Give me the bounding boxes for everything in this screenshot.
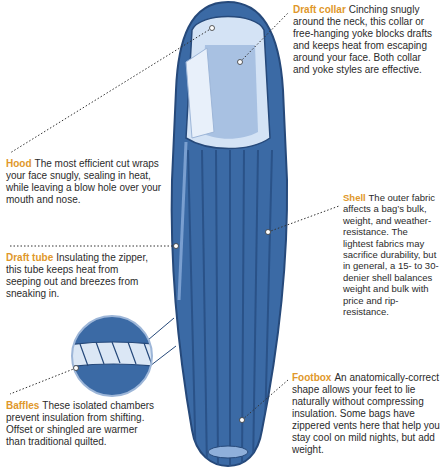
draft-collar-flap xyxy=(186,48,214,138)
callout-heading: Footbox xyxy=(292,372,331,383)
callout: ShellThe outer fabric affects a bag’s bu… xyxy=(343,192,440,317)
leader-dot xyxy=(266,230,271,235)
baffle-walls xyxy=(80,342,152,366)
leader-line xyxy=(10,28,212,153)
callout: Draft collarCinching snugly around the n… xyxy=(293,4,440,76)
callout-heading: Baffles xyxy=(6,400,39,411)
leader-dot xyxy=(174,244,179,249)
callout-heading: Draft collar xyxy=(293,4,346,15)
baffle-line xyxy=(229,150,231,470)
hood-opening xyxy=(186,17,270,149)
callout-heading: Draft tube xyxy=(6,252,53,263)
baffle-line xyxy=(253,150,258,470)
leader-dot xyxy=(74,366,79,371)
leader-lines xyxy=(8,12,339,420)
baffle-band xyxy=(60,342,170,368)
leader-line xyxy=(10,368,76,394)
callout: Draft tubeInsulating the zipper, this tu… xyxy=(6,252,156,300)
callout-body: The outer fabric affects a bag’s bulk, w… xyxy=(343,192,439,317)
leader-line xyxy=(268,206,339,232)
magnifier-rim xyxy=(72,316,152,396)
baffle-section xyxy=(60,342,170,368)
callout-heading: Shell xyxy=(343,192,366,203)
magnifier-link xyxy=(148,318,174,340)
callout: FootboxAn anatomically-correct shape all… xyxy=(292,372,440,456)
callout-heading: Hood xyxy=(6,158,32,169)
baffle-line xyxy=(188,150,196,470)
leader-dot xyxy=(238,60,243,65)
leader-dots xyxy=(74,26,271,423)
callout-body: An anatomically-correct shape allows you… xyxy=(292,372,440,455)
baffle-line xyxy=(216,150,218,470)
leader-line xyxy=(242,380,288,420)
magnifier-link xyxy=(150,346,176,366)
leader-line xyxy=(240,12,289,62)
callout: BafflesThese isolated chambers prevent i… xyxy=(6,400,156,448)
baffle-line xyxy=(202,150,207,470)
leader-dot xyxy=(240,418,245,423)
leader-line xyxy=(8,246,176,247)
callout: HoodThe most efficient cut wraps your fa… xyxy=(6,158,166,206)
bag-baffle-lines xyxy=(188,150,272,470)
footbox-end xyxy=(208,446,248,458)
baffle-line xyxy=(264,150,272,470)
leader-dot xyxy=(210,26,215,31)
draft-tube xyxy=(179,142,186,300)
